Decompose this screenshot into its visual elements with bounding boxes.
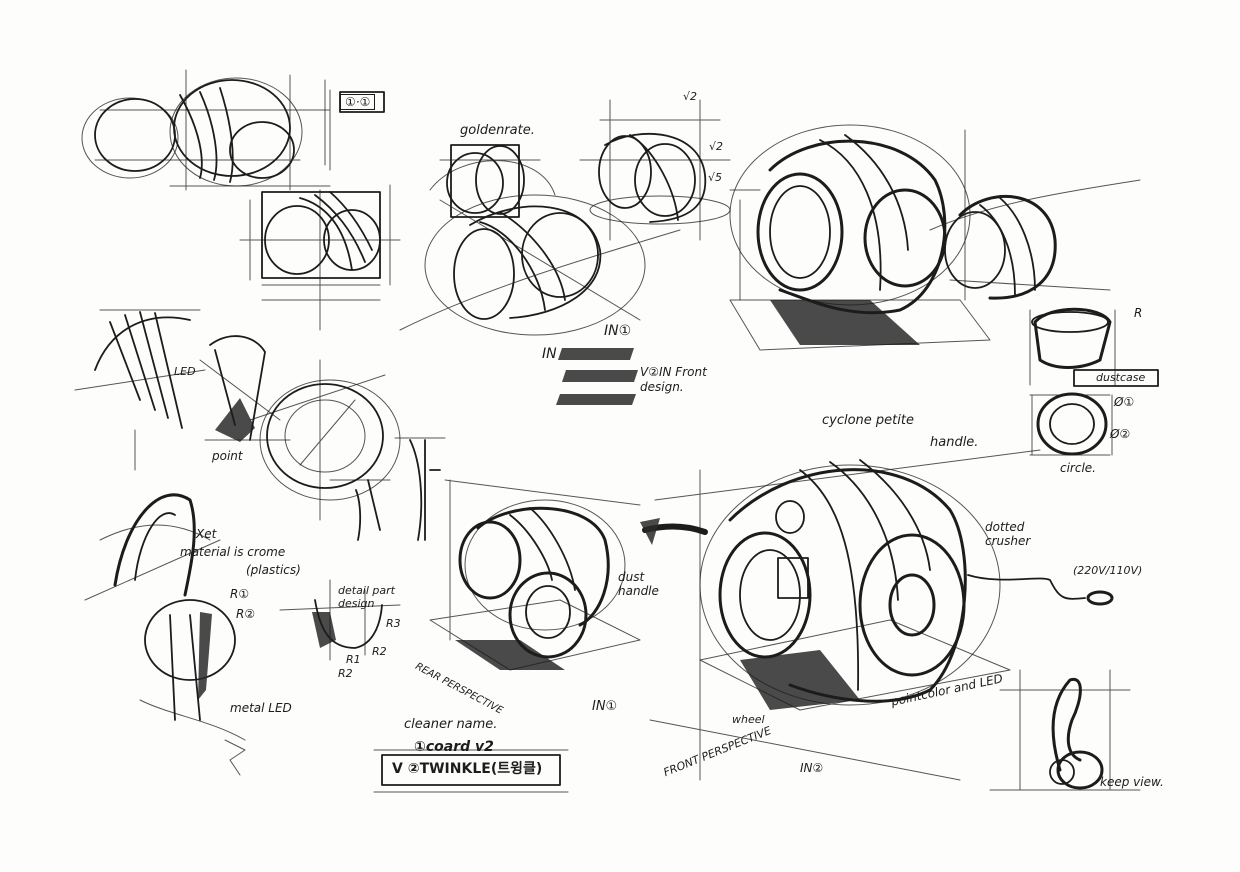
- material-label-2: material is crome: [180, 545, 286, 559]
- r2-top-label: R②: [236, 607, 256, 621]
- handle-label: handle.: [930, 435, 979, 450]
- dust-handle-label: dust handle: [618, 570, 659, 599]
- metal-led-label: metal LED: [230, 701, 292, 715]
- root5-label: √5: [708, 171, 723, 184]
- hatch-swatches: [556, 348, 638, 405]
- sketch-front-orthographic: [239, 184, 401, 331]
- sketch-top-left-side-view: [81, 69, 331, 191]
- golden-rate-label: goldenrate.: [460, 123, 535, 138]
- root2-label-b: √2: [709, 140, 724, 153]
- dotted-crusher-label: dotted crusher: [985, 520, 1031, 549]
- r1-label: R1: [346, 653, 361, 666]
- arrow-rear-to-front: [640, 518, 708, 545]
- sketch-circle-section: [249, 359, 401, 521]
- sketch-front-perspective: [649, 449, 1114, 781]
- r3-label: R3: [386, 617, 401, 630]
- phi2-label: Ø②: [1110, 427, 1131, 441]
- sketch-point-detail: [199, 335, 291, 442]
- sketch-front-three-quarter: [399, 194, 681, 336]
- wheel-label: wheel: [732, 713, 765, 726]
- led-top-label: LED: [174, 365, 196, 378]
- root2-label-a: √2: [683, 90, 698, 103]
- keep-view-label: keep view.: [1100, 775, 1164, 789]
- sketch-rear-perspective: [429, 479, 641, 671]
- material-label-3: (plastics): [246, 563, 301, 577]
- name-option-1: ①coard v2: [414, 739, 494, 755]
- name-option-box: [373, 749, 569, 793]
- in1-bottom-label: IN①: [592, 699, 618, 714]
- point-label: point: [212, 449, 243, 463]
- sketch-top-right-side-view: [929, 179, 1141, 300]
- sketch-metal-led: [139, 599, 246, 776]
- front-design-label: V②IN Front design.: [640, 365, 707, 394]
- voltage-label: (220V/110V): [1073, 564, 1143, 577]
- material-label-1: Xet: [196, 527, 217, 541]
- r2a-label: R2: [372, 645, 387, 658]
- sketch-profile-details: [329, 437, 446, 541]
- phi1-label: Ø①: [1114, 395, 1135, 409]
- sketch-circle-detail: [1029, 392, 1113, 456]
- r1-top-label: R①: [230, 587, 250, 601]
- sketch-top-middle-view: [579, 99, 731, 241]
- in2-bottom-label: IN②: [800, 761, 824, 775]
- r2b-label: R2: [338, 667, 353, 680]
- in1-top-label: IN①: [604, 323, 632, 339]
- circle-label: circle.: [1060, 461, 1096, 475]
- sketch-crome-arch: [84, 493, 221, 601]
- sketch-dustcase: [1029, 307, 1159, 387]
- sketch-top-right-main: [729, 124, 991, 351]
- cyclone-petite-label: cyclone petite: [822, 413, 914, 428]
- sketch-led-fins: [74, 309, 206, 471]
- r-right-label: R: [1134, 306, 1143, 320]
- in-label: IN: [542, 346, 557, 362]
- dustcase-label: dustcase: [1096, 371, 1146, 384]
- cleaner-name-label: cleaner name.: [404, 717, 498, 732]
- callout-11-label: ①·①: [340, 94, 376, 110]
- sketch-detail-part: [279, 579, 401, 661]
- detail-part-label: detail part design: [338, 584, 395, 610]
- sketch-keep-view: [989, 669, 1141, 791]
- name-option-2: V ②TWINKLE(트윙클): [392, 761, 543, 777]
